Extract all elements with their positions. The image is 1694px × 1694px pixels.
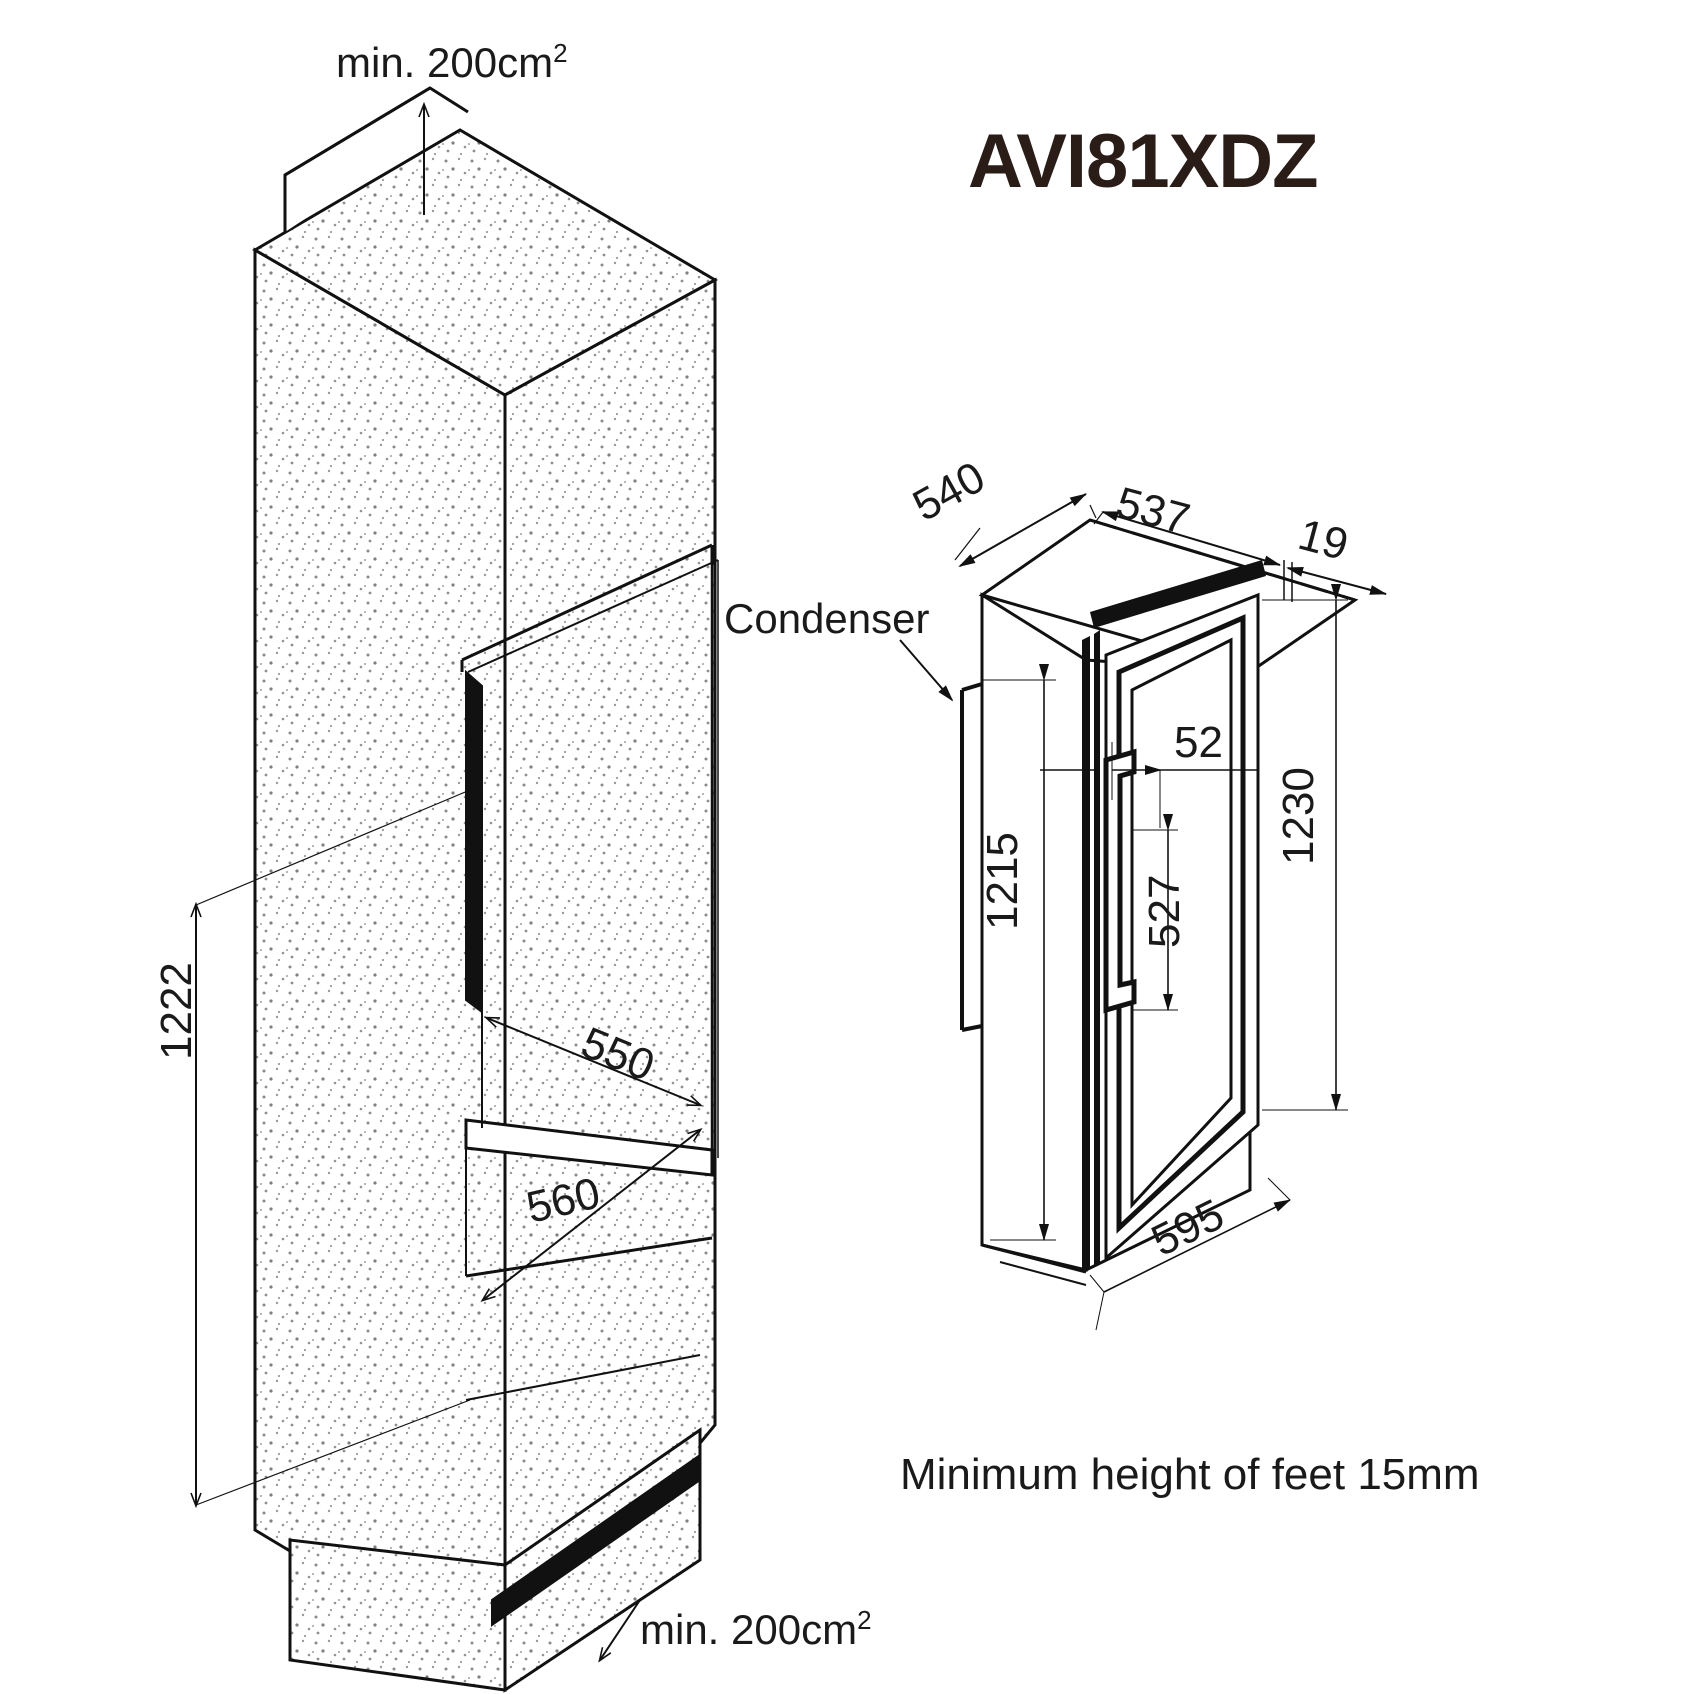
vent-top-label: min. 200cm2 xyxy=(336,38,568,87)
condenser-label: Condenser xyxy=(724,595,930,642)
vent-bottom-label-superscript: 2 xyxy=(857,1605,872,1635)
vent-bottom-label: min. 200cm2 xyxy=(640,1605,872,1654)
dimension-label-527: 527 xyxy=(1140,874,1189,948)
vent-top-label-superscript: 2 xyxy=(553,38,568,68)
cabinet-niche-group xyxy=(196,86,719,1693)
dimension-label-1230: 1230 xyxy=(1274,767,1323,865)
dimension-label-1215: 1215 xyxy=(978,832,1027,930)
vent-bottom-label-text: min. 200cm xyxy=(640,1606,858,1653)
dimension-label-1222: 1222 xyxy=(152,962,201,1060)
appliance-group xyxy=(899,493,1387,1331)
vent-top-label-text: min. 200cm xyxy=(336,39,554,86)
dimension-label-52: 52 xyxy=(1174,718,1223,767)
page-title: AVI81XDZ xyxy=(968,119,1319,204)
footer-note: Minimum height of feet 15mm xyxy=(900,1450,1480,1499)
